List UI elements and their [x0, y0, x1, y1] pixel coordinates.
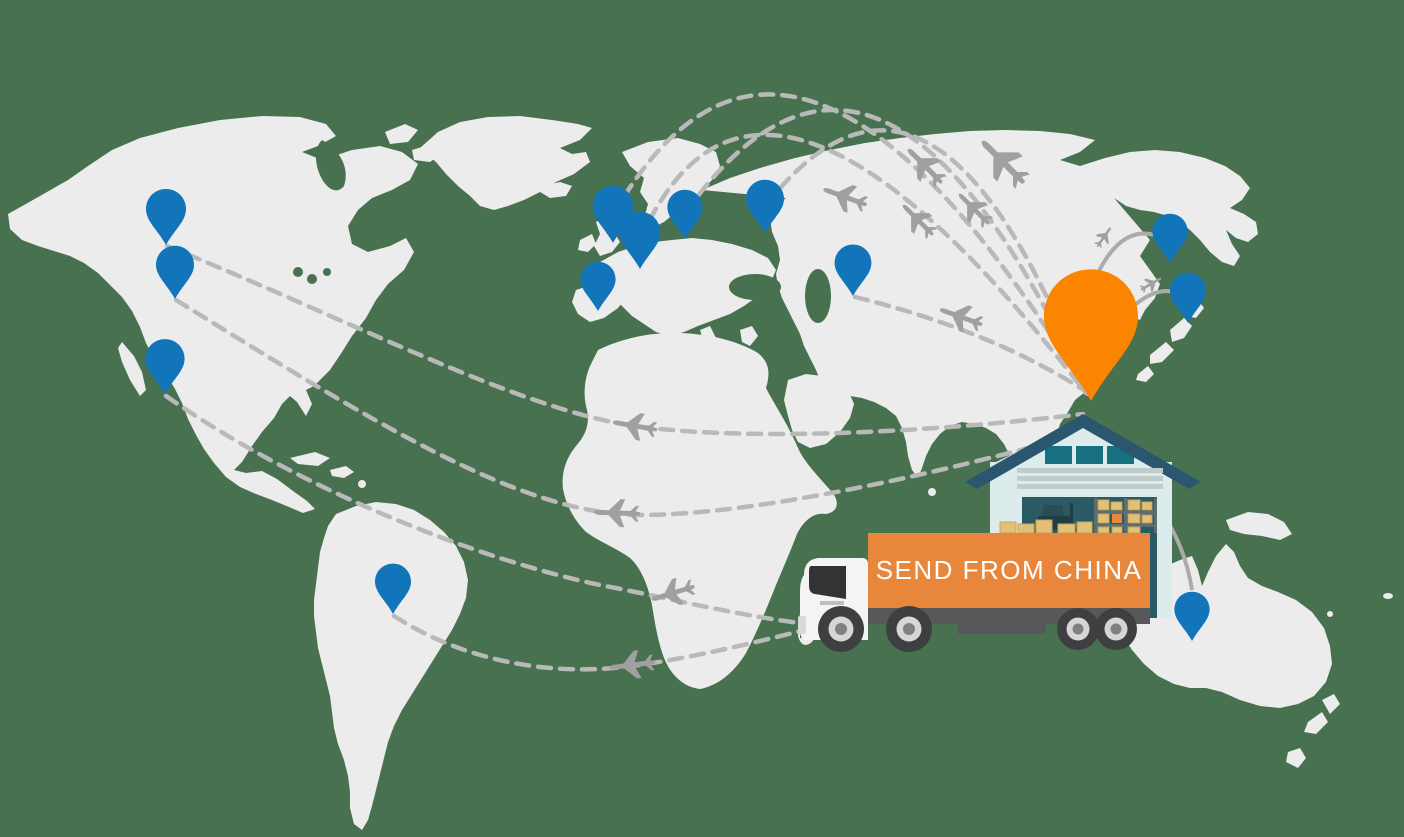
dock-boxes [999, 519, 1093, 534]
wheel [1057, 608, 1099, 650]
cargo-box [1057, 523, 1076, 534]
route-central-europe [637, 132, 1089, 396]
caspian-sea [805, 269, 831, 323]
route-northwest-america [164, 243, 1086, 437]
landmass-north-america [8, 116, 418, 513]
landmass-sri-lanka [928, 488, 936, 496]
cargo-box [1017, 523, 1035, 534]
landmass-arctic-3 [386, 158, 408, 176]
landmass-nz-south [1304, 712, 1328, 734]
great-lake [323, 268, 331, 276]
cargo-box [1127, 526, 1141, 534]
landmass-japan-4 [1136, 366, 1154, 382]
truck-chassis-step [958, 620, 1046, 634]
landmass-new-guinea [1226, 512, 1292, 540]
landmass-greece [740, 326, 758, 346]
route-russia [763, 128, 1091, 397]
cargo-box [1127, 513, 1141, 524]
warehouse-gable-windows [1045, 446, 1134, 464]
landmass-hispaniola [330, 466, 354, 478]
wheel [1095, 608, 1137, 650]
landmass-japan-2 [1170, 318, 1192, 342]
hudson-bay [315, 140, 346, 191]
cargo-shelf [1094, 498, 1157, 534]
landmass-arctic-1 [385, 124, 418, 144]
great-lake [307, 274, 317, 284]
cargo-box [1076, 521, 1093, 534]
truck-wheels [818, 606, 1137, 652]
cargo-box [1097, 513, 1110, 524]
route-mexico [163, 393, 853, 631]
landmass-island [358, 480, 366, 488]
landmass-japan-3 [1150, 342, 1174, 364]
cargo-box [999, 521, 1017, 534]
send-from-china-banner: SEND FROM CHINA [876, 555, 1143, 585]
black-sea [729, 274, 781, 300]
cab-door-handle [820, 601, 844, 605]
landmass-island [1327, 611, 1333, 617]
cargo-box [1111, 526, 1123, 534]
route-central-asia [852, 294, 1090, 395]
cargo-box [1097, 526, 1110, 534]
landmass-iceland [540, 182, 572, 198]
warehouse-door-stripes [1017, 468, 1163, 489]
landmass-arabia [784, 374, 854, 448]
landmass-cuba [290, 452, 330, 466]
cargo-box [1035, 519, 1053, 534]
landmass-island [1383, 593, 1393, 599]
wheel [886, 606, 932, 652]
cargo-box [1141, 514, 1153, 524]
route-uk [610, 92, 1090, 395]
truck-container [868, 533, 1150, 608]
cab-window [809, 566, 846, 599]
truck-illustration: SEND FROM CHINA [798, 533, 1150, 652]
great-lake [293, 267, 303, 277]
cargo-box [1141, 501, 1153, 511]
warehouse-window [1045, 446, 1072, 464]
cargo-box [1127, 499, 1141, 511]
landmass-asia [702, 130, 1258, 478]
landmass-baja [118, 342, 146, 396]
cargo-box-orange [1112, 514, 1122, 523]
landmass-nz-north [1322, 694, 1340, 714]
landmass-tasmania [1286, 748, 1306, 768]
landmass-greenland [420, 116, 592, 210]
landmass-south-america [314, 502, 468, 830]
cargo-box [1110, 501, 1123, 511]
cab-bumper [798, 616, 806, 634]
warehouse-window [1076, 446, 1103, 464]
cargo-box [1097, 499, 1110, 511]
warehouse-roof [965, 414, 1201, 489]
wheel [818, 606, 864, 652]
landmass-ireland [578, 234, 596, 252]
